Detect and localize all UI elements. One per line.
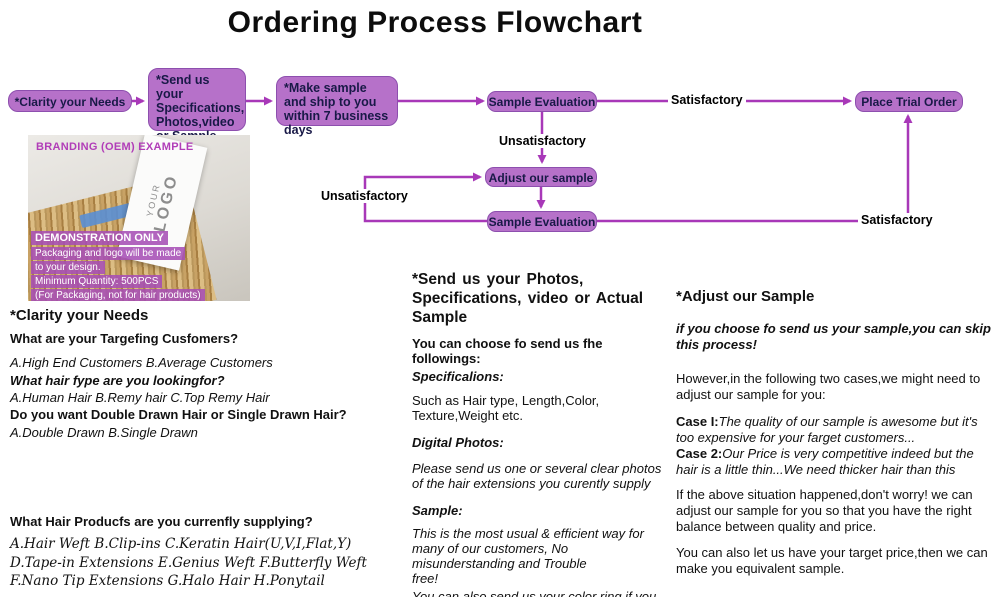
however-text: However,in the following two cases,we mi…	[676, 371, 981, 402]
packaging-logo: YOUR LOGO	[142, 170, 183, 234]
flow-node-make-sample: *Make sample and ship to you within 7 bu…	[276, 76, 398, 137]
case-2-body: Our Price is very competitive indeed but…	[676, 446, 974, 477]
current-products-section: What Hair Producfs are you currenfly sup…	[10, 514, 402, 591]
product-list-line-3: F.Nano Tip Extensions G.Halo Hair H.Pony…	[10, 573, 325, 589]
question-target-customers: What are your Targefing Cusfomers?	[10, 331, 239, 346]
flow-node-sample-evaluation-2: Sample Evaluation	[487, 211, 597, 232]
question-hair-type: What hair fype are you lookingfor?	[10, 373, 225, 388]
case-2-text: Case 2:Our Price is very competitive ind…	[676, 446, 996, 478]
question-current-products: What Hair Producfs are you currenfly sup…	[10, 514, 313, 529]
target-price-text: You can also let us have your target pri…	[676, 545, 988, 576]
send-photos-section: *Send us your Photos, Specifications, vi…	[412, 270, 670, 597]
arrow-eval2-to-place	[597, 114, 913, 223]
branding-note-2: to your design.	[31, 261, 105, 274]
branding-note-3: Minimum Quantity: 500PCS	[31, 275, 163, 288]
answer-hair-type: A.Human Hair B.Remy hair C.Top Remy Hair	[10, 390, 270, 405]
case-1-label: Case I:	[676, 414, 719, 429]
sample-text: This is the most usual & efficient way f…	[412, 526, 644, 586]
flow-label-satisfactory-top: Satisfactory	[668, 93, 746, 107]
clarity-heading: *Clarity your Needs	[10, 307, 149, 324]
question-drawn-hair: Do you want Double Drawn Hair or Single …	[10, 407, 347, 422]
demonstration-only-label: DEMONSTRATION ONLY	[31, 231, 168, 245]
flow-label-unsatisfactory-loop: Unsatisfactory	[318, 189, 411, 203]
branding-header-label: BRANDING (OEM) EXAMPLE	[36, 141, 194, 153]
color-ring-text: You can also send us your color ring if …	[412, 589, 657, 597]
case-1-body: The quality of our sample is awesome but…	[676, 414, 978, 445]
flow-node-place-trial-order: Place Trial Order	[855, 91, 963, 112]
page-title: Ordering Process Flowchart	[227, 6, 643, 39]
clarity-needs-section: *Clarity your Needs What are your Targef…	[10, 308, 402, 441]
flow-node-send-specifications: *Send us your Specifications, Photos,vid…	[148, 68, 246, 143]
flow-node-sample-evaluation-1: Sample Evaluation	[487, 91, 597, 112]
branding-example-image: YOUR LOGO BRANDING (OEM) EXAMPLE DEMONST…	[28, 135, 250, 301]
situation-text: If the above situation happened,don't wo…	[676, 487, 973, 534]
branding-note-1: Packaging and logo will be made	[31, 247, 186, 260]
case-1-text: Case I:The quality of our sample is awes…	[676, 414, 996, 446]
adjust-sample-section: *Adjust our Sample if you choose fo send…	[676, 289, 996, 577]
flow-label-unsatisfactory-top: Unsatisfactory	[496, 134, 589, 148]
adjust-heading: *Adjust our Sample	[676, 288, 815, 305]
flow-label-satisfactory-bottom: Satisfactory	[858, 213, 936, 227]
flow-node-clarity-needs: *Clarity your Needs	[8, 90, 132, 112]
case-2-label: Case 2:	[676, 446, 723, 461]
send-photos-heading: *Send us your Photos, Specifications, vi…	[412, 271, 644, 326]
specifications-label: Specificalions:	[412, 369, 504, 384]
product-list-line-2: D.Tape-in Extensions E.Genius Weft F.But…	[10, 554, 367, 571]
specifications-text: Such as Hair type, Length,Color, Texture…	[412, 393, 600, 423]
skip-process-text: if you choose fo send us your sample,you…	[676, 321, 991, 352]
send-intro: You can choose fo send us fhe followings…	[412, 336, 603, 366]
sample-label: Sample:	[412, 503, 463, 518]
digital-photos-label: Digital Photos:	[412, 435, 504, 450]
branding-note-4: (For Packaging, not for hair products)	[31, 289, 205, 301]
answer-drawn-hair: A.Double Drawn B.Single Drawn	[10, 425, 198, 440]
flow-node-adjust-our-sample: Adjust our sample	[485, 167, 597, 187]
digital-photos-text: Please send us one or several clear phot…	[412, 461, 662, 491]
answer-target-customers: A.High End Customers B.Average Customers	[10, 355, 273, 370]
product-list-line-1: A.Hair Weft B.Clip-ins C.Keratin Hair(U,…	[10, 536, 352, 552]
